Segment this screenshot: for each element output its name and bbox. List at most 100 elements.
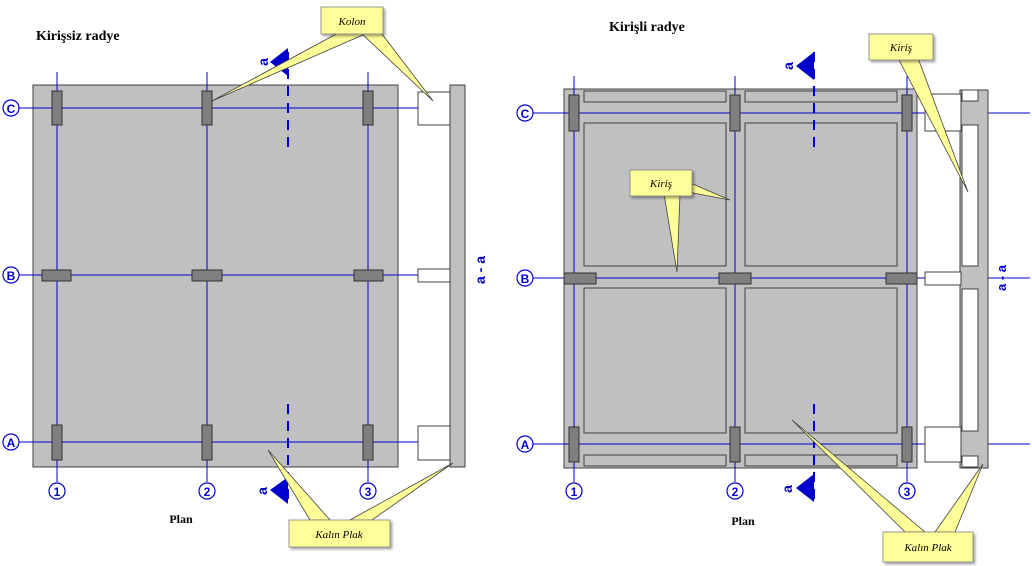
left-section-column-b xyxy=(417,268,451,283)
right-callout-kiris-top: Kiriş xyxy=(868,33,969,193)
left-callout-kolon: Kolon xyxy=(211,6,434,102)
right-title: Kirişli radye xyxy=(609,20,685,35)
right-callout-plak-text: Kalın Plak xyxy=(903,542,952,554)
right-panel-top-right xyxy=(744,122,898,267)
right-section-cut: a a xyxy=(779,52,815,504)
right-section-title: a - a xyxy=(994,264,1009,291)
left-column-b2 xyxy=(191,269,223,282)
left-callout-plak-box xyxy=(288,519,391,548)
left-bubble-1 xyxy=(48,482,66,500)
right-edge-panel-top-right xyxy=(744,90,898,103)
right-section-void-edge-bottom xyxy=(961,455,979,468)
left-bubble-b xyxy=(2,266,20,284)
left-callout-plak: Kalın Plak xyxy=(267,449,454,548)
right-callout-kiris-center-box xyxy=(629,169,693,197)
left-row-bubbles: C B A xyxy=(2,99,20,451)
right-callout-plak-pointer-section xyxy=(934,463,984,533)
left-column-b3 xyxy=(353,269,384,282)
left-bubble-3 xyxy=(359,482,377,500)
right-column-a1 xyxy=(568,426,580,463)
right-edge-panel-top-left xyxy=(583,90,727,103)
right-bubble-2 xyxy=(726,482,744,500)
left-bubble-c xyxy=(2,99,20,117)
right-callout-kiris-top-box xyxy=(868,33,934,61)
left-column-a1 xyxy=(51,424,63,461)
right-bubble-b xyxy=(516,269,534,287)
right-plan-label: Plan xyxy=(731,514,755,528)
left-section-arrow-bottom-icon xyxy=(270,477,288,504)
right-column-a2 xyxy=(729,426,741,463)
left-column-a2 xyxy=(201,424,213,461)
left-columns xyxy=(41,90,384,461)
right-bubble-1 xyxy=(565,482,583,500)
right-bubble-c-label: C xyxy=(521,107,530,121)
left-section-mark-top: a xyxy=(255,58,271,66)
left-title: Kirişsiz radye xyxy=(36,29,120,44)
right-column-a3 xyxy=(901,426,913,463)
right-column-c1 xyxy=(568,94,580,132)
left-column-c3 xyxy=(362,90,374,126)
left-section-title: a - a xyxy=(472,256,488,284)
right-column-b3 xyxy=(885,272,918,285)
right-edge-panel-bottom-right xyxy=(744,454,898,467)
left-bubble-c-label: C xyxy=(7,102,16,116)
right-column-c2 xyxy=(729,94,741,132)
left-section-column-c xyxy=(417,91,451,126)
right-callout-plak: Kalın Plak xyxy=(791,419,984,563)
right-columns xyxy=(563,94,918,463)
left-bubble-b-label: B xyxy=(7,269,16,283)
right-section-column-a xyxy=(924,426,962,463)
right-edge-panel-bottom-left xyxy=(583,454,727,467)
left-diagram: Kirişsiz radye xyxy=(2,6,488,548)
left-callout-kolon-text: Kolon xyxy=(338,16,366,28)
right-diagram: Kirişli radye xyxy=(516,20,1030,563)
right-section-void-top xyxy=(961,124,979,267)
right-col-bubbles: 1 2 3 xyxy=(565,482,916,500)
left-section-slab xyxy=(449,84,466,468)
left-bubble-1-label: 1 xyxy=(54,485,61,499)
right-slab-panels xyxy=(583,90,898,467)
left-bubble-2 xyxy=(198,482,216,500)
right-bubble-b-label: B xyxy=(521,272,530,286)
left-bubble-3-label: 3 xyxy=(365,485,372,499)
right-bubble-a xyxy=(516,435,534,453)
right-bubble-1-label: 1 xyxy=(571,485,578,499)
right-panel-bottom-left xyxy=(583,287,727,434)
left-column-c1 xyxy=(51,90,63,126)
right-section-mark-bottom: a xyxy=(779,485,795,493)
left-callout-plak-text: Kalın Plak xyxy=(314,529,363,541)
right-section-arrow-bottom-icon xyxy=(796,474,814,502)
right-callout-plak-box xyxy=(882,531,974,563)
right-callout-kiris-center-text: Kiriş xyxy=(649,178,672,190)
right-column-b2 xyxy=(718,272,752,285)
left-column-c2 xyxy=(201,90,213,126)
right-panel-bottom-right xyxy=(744,287,898,434)
left-bubble-2-label: 2 xyxy=(204,485,211,499)
right-section-view: a - a xyxy=(924,89,1009,469)
left-callout-kolon-box xyxy=(320,6,384,35)
right-section-column-b xyxy=(924,271,962,286)
left-section-column-a xyxy=(417,425,451,461)
right-section-arrow-top-icon xyxy=(796,52,814,80)
right-callout-kiris-center: Kiriş xyxy=(629,169,731,273)
right-bubble-c xyxy=(516,104,534,122)
left-column-a3 xyxy=(362,424,374,461)
right-bubble-3 xyxy=(898,482,916,500)
left-col-bubbles: 1 2 3 xyxy=(48,482,377,500)
right-bubble-2-label: 2 xyxy=(732,485,739,499)
right-column-c3 xyxy=(901,94,913,132)
left-section-view: a - a xyxy=(417,84,488,468)
right-row-bubbles: C B A xyxy=(516,104,534,453)
left-bubble-a xyxy=(2,433,20,451)
right-section-void-edge-top xyxy=(961,89,979,102)
right-section-mark-top: a xyxy=(780,62,796,70)
left-plan-label: Plan xyxy=(169,512,193,526)
right-section-void-bottom xyxy=(961,288,979,432)
left-column-b1 xyxy=(41,269,72,282)
left-bubble-a-label: A xyxy=(7,436,16,450)
right-bubble-a-label: A xyxy=(521,438,530,452)
left-section-mark-bottom: a xyxy=(254,487,270,495)
right-column-b1 xyxy=(563,272,597,285)
right-bubble-3-label: 3 xyxy=(904,485,911,499)
